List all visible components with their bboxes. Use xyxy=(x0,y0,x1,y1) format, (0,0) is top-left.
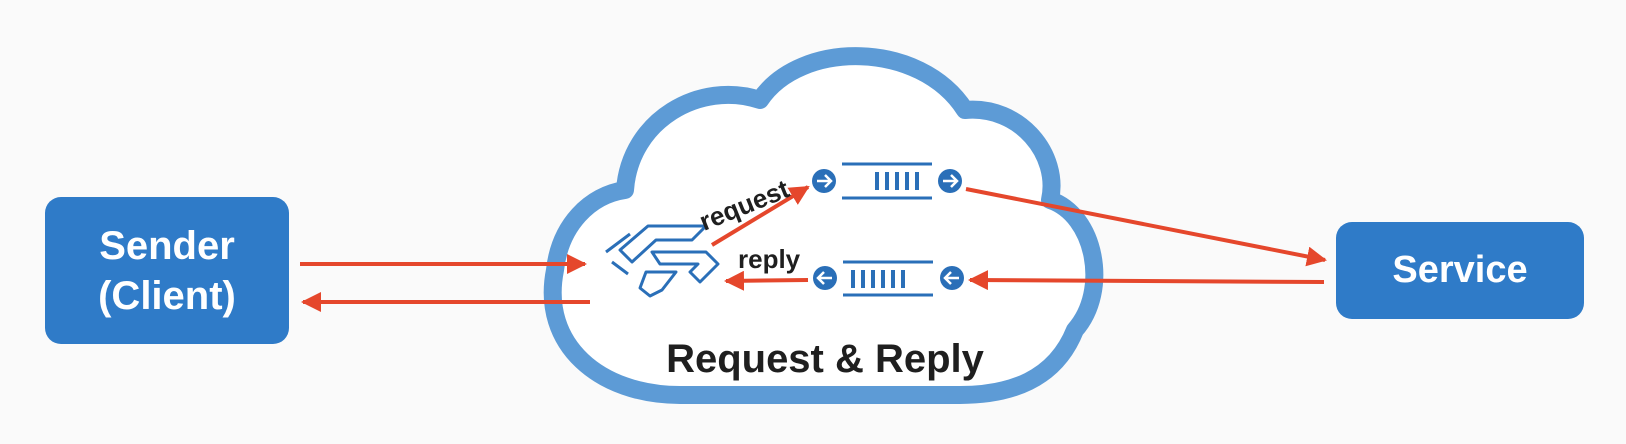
request-arrow xyxy=(710,185,810,247)
sender-client-box: Sender (Client) xyxy=(45,197,289,344)
cloud-shape xyxy=(543,47,1104,404)
reply-arrow xyxy=(724,270,809,291)
queue-to-service-arrow xyxy=(965,187,1327,267)
sender-label-line1: Sender xyxy=(99,223,235,268)
message-router-icon xyxy=(605,224,720,298)
service-to-queue-arrow xyxy=(968,270,1325,291)
service-box: Service xyxy=(1336,222,1584,319)
service-label: Service xyxy=(1392,249,1528,291)
cloud-title: Request & Reply xyxy=(666,337,985,381)
reply-queue-icon xyxy=(813,260,964,297)
request-queue-icon xyxy=(812,162,962,200)
sender-label-line2: (Client) xyxy=(98,273,236,318)
reply-label: reply xyxy=(738,244,801,274)
